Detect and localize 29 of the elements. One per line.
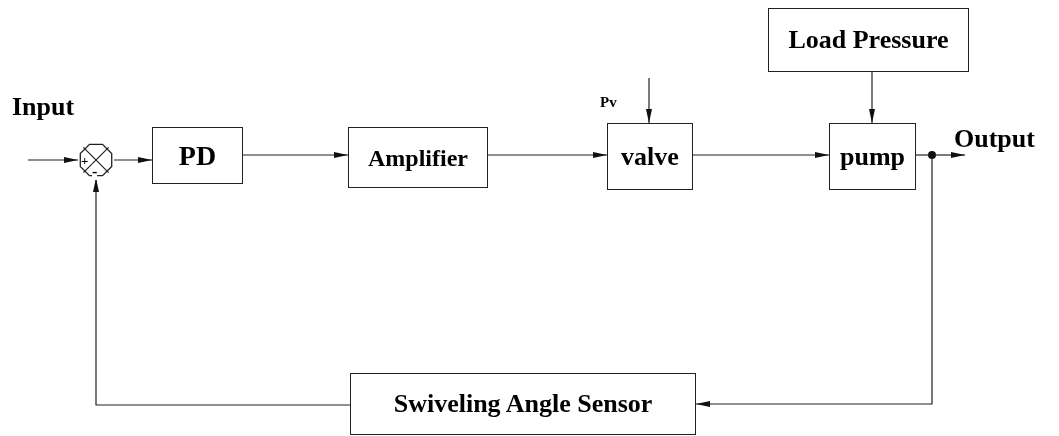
block-box: [607, 123, 693, 190]
block-box: [350, 373, 696, 435]
block-label: valve: [621, 143, 679, 170]
signal-label: Output: [954, 126, 1054, 154]
block-label: Swiveling Angle Sensor: [393, 391, 653, 417]
arrow: [646, 77, 652, 124]
block-box: [768, 8, 969, 72]
arrow: [487, 152, 608, 158]
block-box: [348, 127, 488, 188]
signal-label: Pv: [600, 95, 617, 110]
block-label: Load Pressure: [788, 27, 949, 53]
block-box: [829, 123, 916, 190]
arrow: [113, 157, 153, 163]
arrow: [27, 157, 79, 163]
block-label: pump: [839, 143, 905, 170]
summing-junction: [78, 142, 114, 178]
junction-dot: [928, 151, 936, 159]
arrow: [93, 177, 351, 406]
signal-label: Input: [12, 94, 75, 120]
arrow: [935, 152, 966, 158]
connector-line: [915, 154, 929, 156]
arrow: [692, 152, 830, 158]
block-label: Amplifier: [368, 145, 468, 170]
arrow: [869, 71, 875, 124]
arrow: [695, 158, 933, 407]
block-box: [152, 127, 243, 184]
arrow: [242, 152, 349, 158]
block-label: PD: [178, 141, 217, 170]
sign-symbol: -: [92, 164, 98, 180]
